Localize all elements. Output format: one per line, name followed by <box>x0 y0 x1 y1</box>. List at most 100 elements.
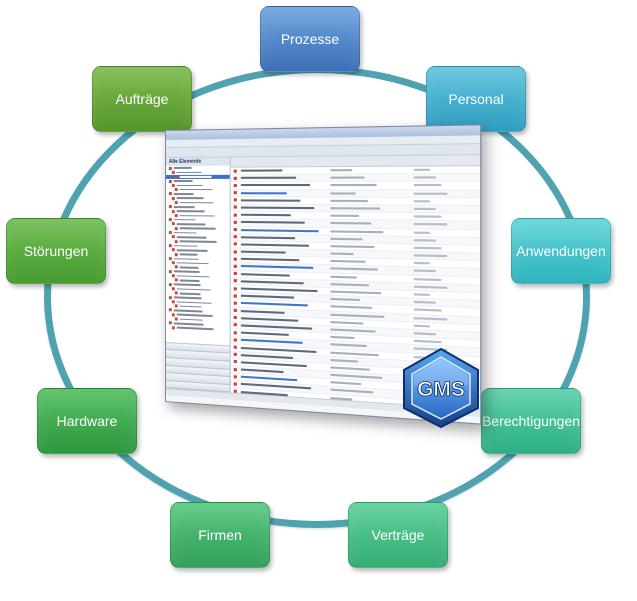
tree-item-text <box>176 197 204 200</box>
tree-item-text <box>176 184 203 187</box>
row-detail <box>330 320 364 325</box>
tree-item-icon <box>171 170 175 174</box>
row-detail <box>330 290 382 295</box>
tree-item-icon <box>174 213 178 218</box>
row-detail <box>330 237 363 241</box>
tree-item-icon <box>171 248 175 252</box>
row-status-icon <box>233 301 237 305</box>
tree-item-icon <box>171 209 175 213</box>
row-title <box>240 250 286 254</box>
row-detail <box>330 343 367 348</box>
row-status-icon <box>233 272 237 276</box>
row-detail <box>330 282 369 287</box>
gms-logo: GMS <box>403 347 479 429</box>
tree-item-icon <box>174 304 178 308</box>
row-detail <box>330 207 380 210</box>
row-title <box>240 287 318 293</box>
tree-item-text <box>173 244 198 247</box>
tree-item-icon <box>168 308 172 312</box>
row-detail <box>330 222 372 225</box>
tree-item-icon <box>171 325 175 330</box>
tree-item-icon <box>168 269 172 273</box>
tree-item-icon <box>174 226 178 230</box>
node-label: Verträge <box>371 527 425 543</box>
node-stoerungen: Störungen <box>6 218 106 284</box>
tree-item-text <box>173 231 197 234</box>
node-label: Anwendungen <box>516 243 606 259</box>
tree-item-text <box>176 288 211 291</box>
tree-item-text <box>179 175 212 178</box>
row-date <box>413 199 430 203</box>
logo-text: GMS <box>417 378 465 401</box>
tree-item-icon <box>168 192 172 196</box>
node-label: Hardware <box>56 413 118 429</box>
tree-item-icon <box>174 201 178 205</box>
tree-item-text <box>179 240 217 243</box>
tree-item-text <box>173 218 196 221</box>
row-status-icon <box>233 235 237 239</box>
tree-item-text <box>173 193 194 195</box>
row-title <box>240 199 301 202</box>
row-detail <box>330 199 368 202</box>
row-date <box>413 316 448 321</box>
tree-item-icon <box>174 252 178 256</box>
tree-item-icon <box>171 183 175 187</box>
navigation-tree <box>165 166 230 333</box>
tree-item-icon <box>168 295 172 299</box>
tree-item-icon <box>168 256 172 261</box>
tree-item-icon <box>168 282 172 286</box>
row-detail <box>330 305 373 310</box>
tree-item-icon <box>171 261 175 265</box>
tree-item-icon <box>171 235 175 239</box>
tree-item-text <box>176 249 208 252</box>
row-title <box>240 191 287 194</box>
node-prozesse: Prozesse <box>260 6 360 72</box>
row-status-icon <box>233 213 237 217</box>
tree-item-text <box>176 236 207 239</box>
tree-item-text <box>176 171 202 174</box>
row-status-icon <box>233 330 237 335</box>
list-row <box>230 174 481 183</box>
row-status-icon <box>233 205 237 210</box>
tree-item-icon <box>171 274 175 278</box>
tree-item-text <box>176 275 210 278</box>
row-title <box>240 375 298 382</box>
node-label: Berechtigungen <box>481 413 581 429</box>
tree-item-icon <box>174 291 178 295</box>
tree-item-text <box>179 305 202 308</box>
row-date <box>413 223 448 226</box>
tree-item-text <box>179 318 203 321</box>
row-detail <box>330 335 355 340</box>
row-date <box>413 238 436 242</box>
row-detail <box>330 275 357 279</box>
tree-item-text <box>179 266 199 269</box>
row-detail <box>330 229 384 233</box>
row-date <box>413 192 448 195</box>
row-title <box>240 302 308 307</box>
node-label: Störungen <box>23 243 89 259</box>
row-status-icon <box>233 382 237 386</box>
navigation-sidebar: Alle Elemente <box>165 157 231 400</box>
tree-item-icon <box>174 265 178 269</box>
row-title <box>240 353 293 359</box>
row-status-icon <box>233 257 237 261</box>
row-detail <box>330 373 383 380</box>
row-title <box>240 368 284 374</box>
tree-item-text <box>176 300 212 304</box>
node-label: Aufträge <box>115 91 169 107</box>
row-detail <box>330 358 358 363</box>
tree-item-icon <box>174 175 178 179</box>
row-date <box>413 168 430 171</box>
row-detail <box>330 389 374 394</box>
row-status-icon <box>233 279 237 283</box>
node-hardware: Hardware <box>37 388 137 454</box>
tree-item-text <box>176 326 214 331</box>
row-detail <box>330 191 356 195</box>
tree-item-text <box>179 201 214 204</box>
row-title <box>240 221 305 225</box>
row-detail <box>330 298 360 302</box>
row-detail <box>330 313 385 318</box>
tree-item-icon <box>168 231 172 235</box>
row-detail <box>330 260 366 264</box>
row-date <box>413 293 430 296</box>
